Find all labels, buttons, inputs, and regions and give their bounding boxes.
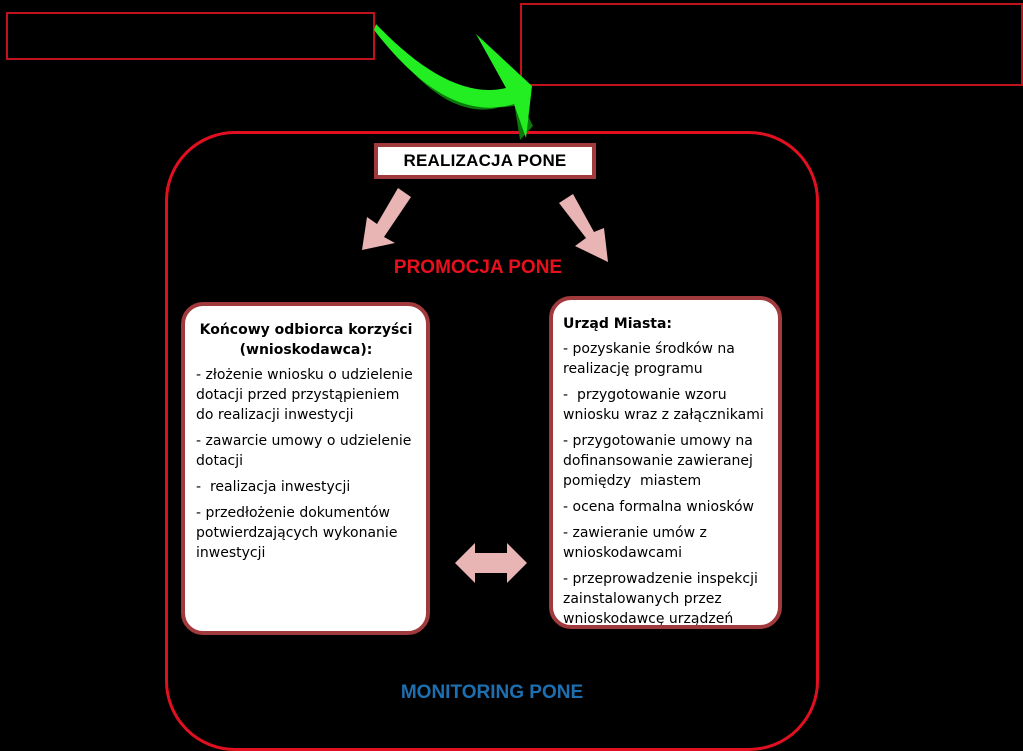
list-item: - przedłożenie dokumentów potwierdzający… (196, 505, 402, 561)
city-office-box: Urząd Miasta: - pozyskanie środków na re… (549, 296, 782, 629)
list-item: - ocena formalna wniosków (563, 499, 754, 515)
realization-title-box: REALIZACJA PONE (374, 143, 596, 179)
beneficiary-box: Końcowy odbiorca korzyści (wnioskodawca)… (181, 302, 430, 635)
monitoring-label: MONITORING PONE (400, 682, 584, 703)
double-arrow-icon (455, 543, 527, 583)
list-item: - przeprowadzenie inspekcji zainstalowan… (563, 571, 763, 627)
city-office-list: - pozyskanie środków na realizację progr… (563, 339, 770, 627)
list-item: - przygotowanie wzoru wniosku wraz z zał… (563, 387, 764, 423)
list-item: - przygotowanie umowy na dofinansowanie … (563, 433, 758, 489)
pink-arrow-down-right-icon (559, 194, 608, 262)
curved-green-arrow-icon (374, 24, 532, 138)
promotion-label: PROMOCJA PONE (393, 257, 563, 278)
top-left-empty-box (6, 12, 375, 60)
list-item: - pozyskanie środków na realizację progr… (563, 341, 740, 377)
list-item: - złożenie wniosku o udzielenie dotacji … (196, 367, 418, 423)
top-right-empty-box (520, 3, 1023, 86)
arrows-layer (362, 24, 608, 583)
list-item: - zawieranie umów z wnioskodawcami (563, 525, 712, 561)
pink-arrow-down-left-icon (362, 188, 411, 250)
list-item: - realizacja inwestycji (196, 479, 351, 495)
list-item: - zawarcie umowy o udzielenie dotacji (196, 433, 416, 469)
city-office-heading: Urząd Miasta: (563, 316, 673, 332)
beneficiary-heading: Końcowy odbiorca korzyści (wnioskodawca)… (199, 322, 413, 358)
diagram-title: REALIZACJA PONE (403, 151, 567, 170)
beneficiary-list: - złożenie wniosku o udzielenie dotacji … (196, 365, 416, 563)
